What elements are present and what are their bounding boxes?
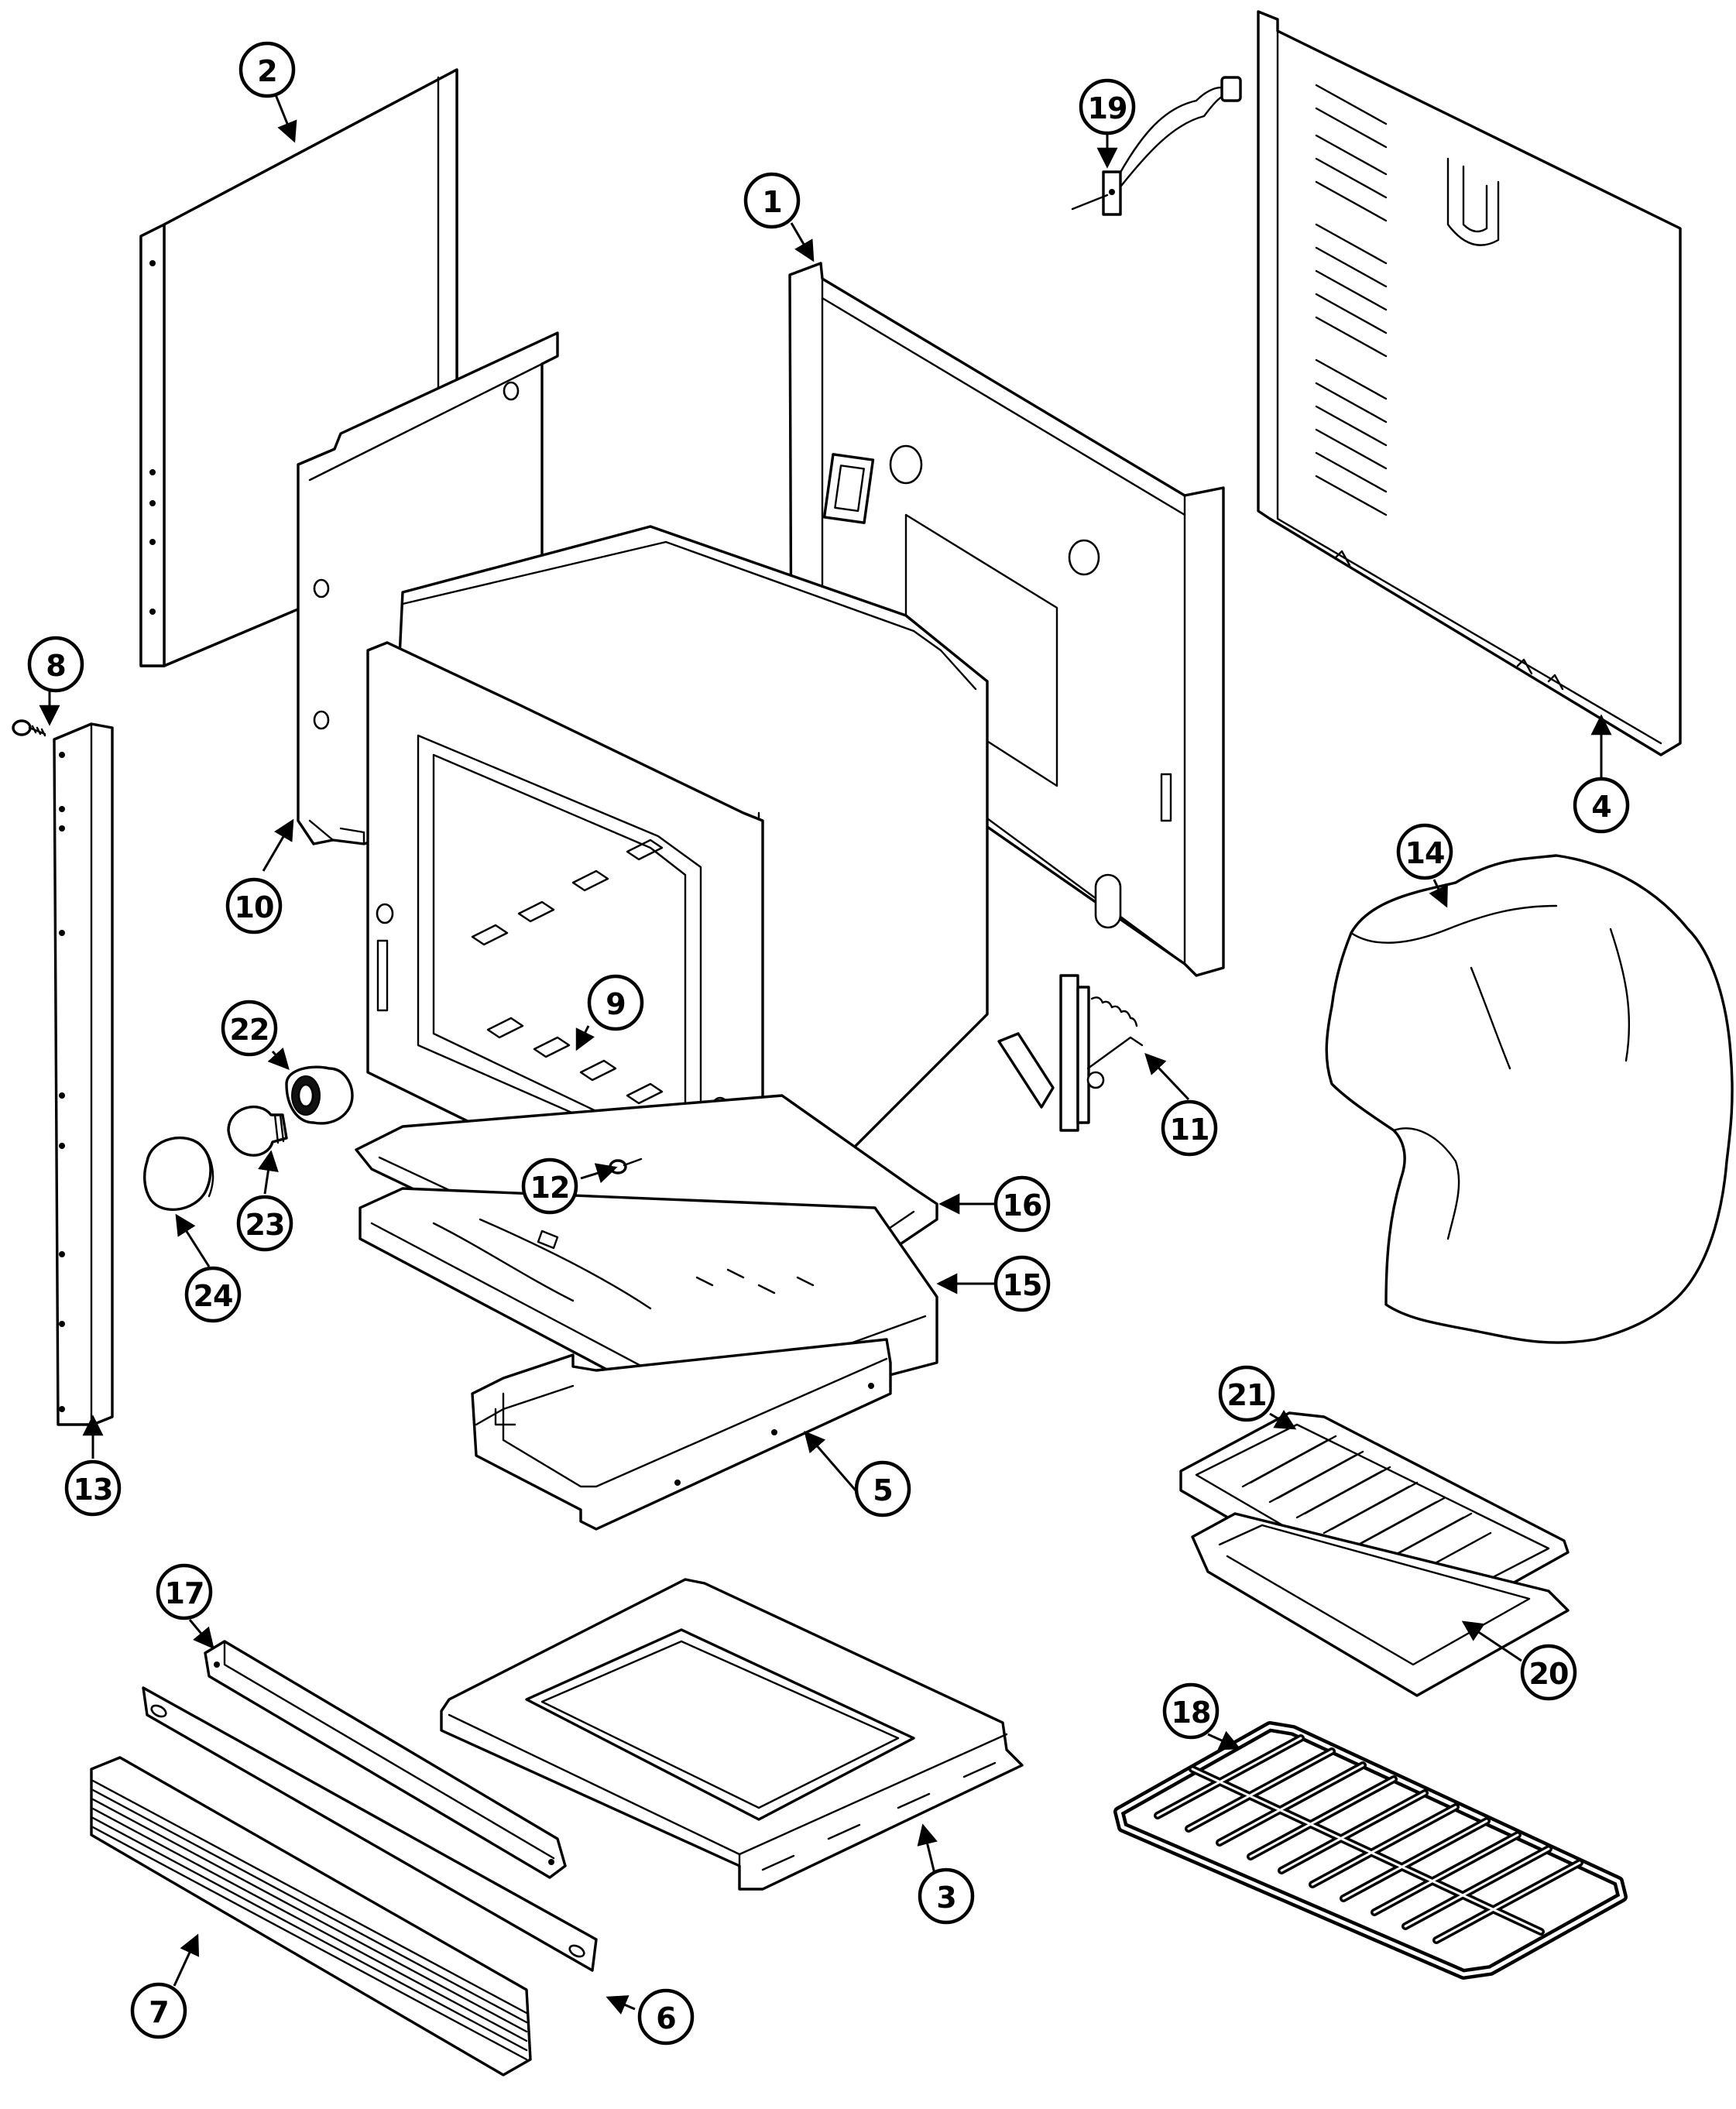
callout-9: 9 <box>587 974 644 1031</box>
callout-12: 12 <box>521 1157 578 1215</box>
svg-text:11: 11 <box>1170 1113 1209 1147</box>
callout-13: 13 <box>64 1459 122 1517</box>
svg-text:16: 16 <box>1003 1188 1042 1223</box>
callout-15: 15 <box>993 1255 1051 1312</box>
svg-text:19: 19 <box>1088 91 1127 125</box>
part-9-oven-cavity <box>366 525 989 1256</box>
svg-text:4: 4 <box>1591 790 1611 824</box>
svg-text:18: 18 <box>1172 1696 1211 1730</box>
svg-text:15: 15 <box>1003 1268 1042 1302</box>
callout-23: 23 <box>236 1195 293 1252</box>
part-14-insulation <box>1325 854 1734 1344</box>
svg-text:12: 12 <box>530 1171 570 1205</box>
part-20-broiler-pan <box>1191 1512 1570 1697</box>
callout-10: 10 <box>225 877 283 934</box>
part-22-light-socket <box>285 1065 354 1125</box>
callout-5: 5 <box>854 1460 911 1517</box>
svg-text:20: 20 <box>1529 1657 1569 1691</box>
vent-slots <box>1315 84 1388 516</box>
svg-text:10: 10 <box>235 890 274 924</box>
callout-2: 2 <box>238 41 296 98</box>
part-24-lens-cover <box>143 1136 214 1212</box>
callout-19: 19 <box>1079 78 1136 135</box>
svg-text:21: 21 <box>1227 1378 1267 1412</box>
callout-22: 22 <box>221 1000 278 1057</box>
callout-24: 24 <box>184 1266 242 1323</box>
svg-text:22: 22 <box>230 1013 269 1047</box>
part-7-kick-panel <box>90 1756 532 2076</box>
part-17-trim-bar <box>204 1640 567 1879</box>
leader-lines <box>39 92 1612 2015</box>
callout-16: 16 <box>993 1175 1051 1233</box>
svg-text:3: 3 <box>936 1881 955 1915</box>
callout-1: 1 <box>743 172 801 229</box>
svg-text:9: 9 <box>606 987 625 1021</box>
callout-21: 21 <box>1218 1365 1275 1422</box>
part-4-rear-panel <box>1257 10 1682 756</box>
svg-text:8: 8 <box>46 649 65 683</box>
part-3-drawer <box>440 1578 1024 1891</box>
svg-text:1: 1 <box>762 185 781 219</box>
part-6-flat-strip <box>142 1686 598 1972</box>
svg-text:23: 23 <box>245 1208 285 1242</box>
part-19-wire-harness <box>1071 76 1242 216</box>
callout-14: 14 <box>1396 823 1453 880</box>
part-18-oven-rack <box>1113 1721 1628 1980</box>
part-8-screw <box>12 719 46 737</box>
callout-7: 7 <box>130 1982 187 2039</box>
svg-text:14: 14 <box>1405 836 1445 870</box>
svg-text:24: 24 <box>194 1279 233 1313</box>
callout-3: 3 <box>918 1867 975 1925</box>
callout-8: 8 <box>27 636 84 693</box>
callout-11: 11 <box>1161 1099 1218 1157</box>
svg-text:5: 5 <box>873 1473 892 1507</box>
callouts: 1 2 3 4 5 6 7 8 9 10 11 12 13 14 15 16 1… <box>27 41 1630 2046</box>
callout-20: 20 <box>1520 1644 1577 1701</box>
svg-text:17: 17 <box>165 1576 204 1610</box>
svg-text:6: 6 <box>656 2001 675 2035</box>
part-13-vertical-strip <box>53 722 114 1426</box>
callout-4: 4 <box>1573 777 1630 834</box>
svg-text:2: 2 <box>257 54 276 88</box>
part-11-hinge <box>997 974 1144 1132</box>
part-5-bottom-frame <box>471 1338 892 1531</box>
svg-text:13: 13 <box>74 1473 113 1507</box>
callout-18: 18 <box>1162 1682 1220 1740</box>
callout-17: 17 <box>156 1563 213 1620</box>
callout-6: 6 <box>637 1988 695 2046</box>
part-23-bulb <box>227 1106 288 1157</box>
svg-text:7: 7 <box>149 1995 168 2029</box>
